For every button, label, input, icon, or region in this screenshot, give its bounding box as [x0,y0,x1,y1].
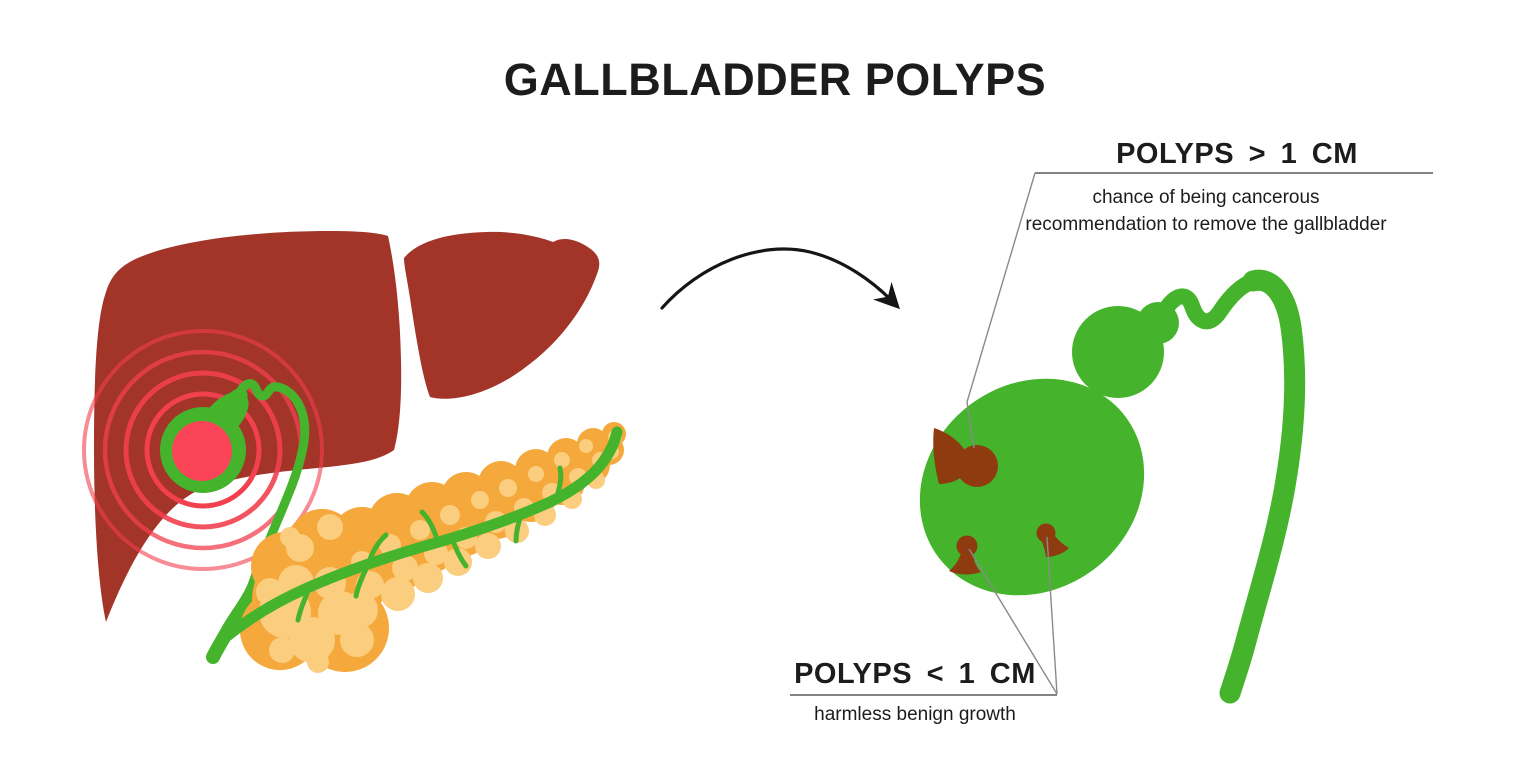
description-polyps-large-line1: chance of being cancerous [1092,187,1320,208]
liver [94,231,600,622]
liver-left-lobe [94,231,402,622]
polyp-spot [172,421,232,481]
common-bile-duct [1219,269,1306,704]
leader-small-polyp-1 [968,548,1058,695]
liver-right-lobe [404,231,600,399]
pancreas [220,422,626,673]
pancreatic-duct [220,426,623,643]
description-polyps-large: chance of being cancerous recommendation… [1006,184,1406,238]
zoom-arrow [660,247,900,310]
leader-small-polyp-2 [1046,536,1058,695]
description-polyps-small: harmless benign growth [715,701,1115,728]
gallbladder-large [919,269,1306,704]
page-title: GALLBLADDER POLYPS [503,54,1047,105]
callout-lines [790,172,1433,696]
description-polyps-large-line2: recommendation to remove the gallbladder [1025,214,1387,235]
leader-large-polyp [966,172,1036,449]
polyp-large [933,428,998,487]
description-polyps-small-line1: harmless benign growth [814,704,1016,725]
label-polyps-small: POLYPS < 1 CM [794,658,1036,690]
label-polyps-large: POLYPS > 1 CM [1116,138,1358,170]
cystic-duct [1154,273,1261,330]
